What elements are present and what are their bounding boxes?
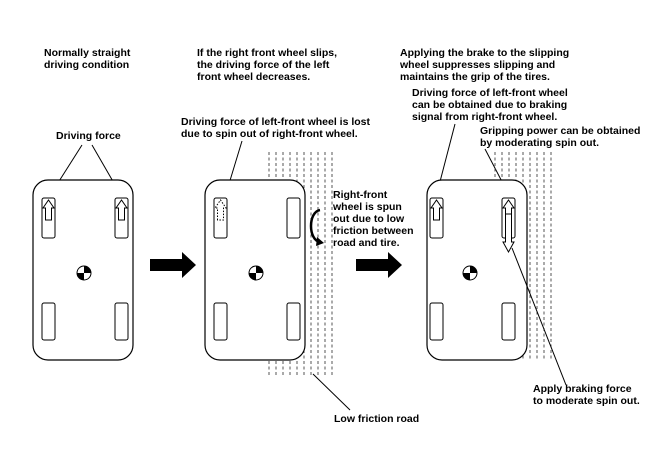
wheel-rear-left [213, 302, 228, 341]
wheel-rear-left [41, 302, 56, 341]
panel-1: Normally straight driving condition Driv… [32, 47, 134, 361]
car-body [426, 179, 528, 361]
lost-force-arrow [214, 199, 227, 221]
left-force-obtained-label: Driving force of left-front wheel can be… [412, 87, 571, 123]
apply-braking-label: Apply braking force to moderate spin out… [533, 383, 640, 407]
driving-force-label: Driving force [56, 130, 121, 142]
wheel-rear-right [114, 302, 129, 341]
car-body [32, 179, 134, 361]
center-of-gravity-icon [248, 265, 264, 281]
low-friction-road-leader [312, 373, 351, 411]
apply-braking-leader [511, 247, 567, 386]
caption-line: driving condition [44, 59, 129, 71]
spin-arrow-icon [309, 208, 324, 246]
panel-2: If the right front wheel slips, the driv… [181, 47, 419, 425]
car-body [204, 179, 306, 361]
brake-arrow-icon [502, 213, 515, 254]
center-of-gravity-icon [462, 265, 478, 281]
right-arrow-icon [356, 252, 402, 278]
right-spun-out-label: Right-front wheel is spun out due to low… [332, 189, 416, 249]
left-force-lost-label: Driving force of left-front wheel is los… [181, 116, 373, 140]
wheel-front-right [286, 197, 301, 239]
gripping-power-label: Gripping power can be obtained by modera… [480, 125, 643, 149]
wheel-rear-right [501, 302, 516, 341]
driving-force-arrow-left [430, 199, 443, 221]
panel-1-caption: Normally straight driving condition [44, 47, 133, 71]
wheel-rear-right [286, 302, 301, 341]
panel-3: Applying the brake to the slipping wheel… [399, 47, 643, 407]
panel-2-caption: If the right front wheel slips, the driv… [197, 47, 340, 83]
center-of-gravity-icon [76, 265, 92, 281]
driving-force-arrow-left [42, 199, 55, 221]
driving-force-arrow-right [115, 199, 128, 221]
caption-line: Normally straight [44, 47, 131, 59]
panel-3-caption: Applying the brake to the slipping wheel… [399, 47, 572, 83]
wheel-rear-left [429, 302, 444, 341]
low-friction-road-label: Low friction road [334, 413, 419, 425]
right-arrow-icon [150, 252, 196, 278]
